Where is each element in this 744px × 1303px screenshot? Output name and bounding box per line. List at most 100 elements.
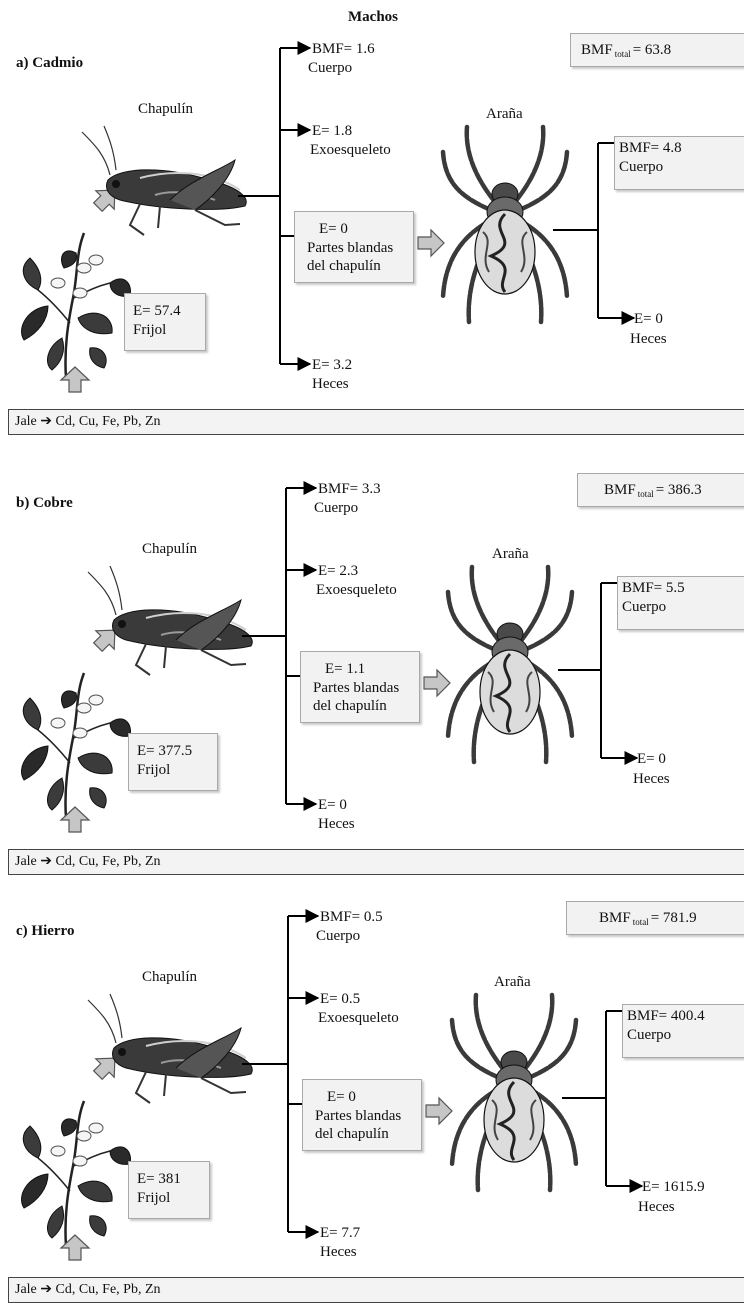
panel-1-hopper-heces-label: Heces [318,815,355,833]
panel-2-grasshopper-illustration [88,994,252,1103]
page-title: Machos [348,8,398,26]
panel-2-label: c) Hierro [16,922,74,940]
panel-0-spider-cuerpo-value: BMF= 4.8 [619,139,682,157]
panel-2-hopper-heces-value: E= 7.7 [320,1224,360,1242]
panel-0-grasshopper-illustration [82,126,246,235]
bmf-subscript: total [638,489,654,499]
panel-1-spider-illustration [448,567,572,762]
panel-2-bean-plant-illustration [21,1101,130,1246]
panel-1-hopper-exo-value: E= 2.3 [318,562,358,580]
panel-0-label: a) Cadmio [16,54,83,72]
panel-0-hopper-exo-value: E= 1.8 [312,122,352,140]
panel-1-source-bar: Jale ➔ Cd, Cu, Fe, Pb, Zn [8,849,744,875]
bmf-prefix: BMF [581,42,613,58]
panel-2-source-bar: Jale ➔ Cd, Cu, Fe, Pb, Zn [8,1277,744,1303]
panel-0-source-bar: Jale ➔ Cd, Cu, Fe, Pb, Zn [8,409,744,435]
panel-1-grasshopper-illustration [88,566,252,675]
panel-0-hopper-heces-value: E= 3.2 [312,356,352,374]
panel-2-hopper-exo-label: Exoesqueleto [318,1009,399,1027]
panel-2-spider-cuerpo-value: BMF= 400.4 [627,1007,705,1025]
panel-0-hopper-exo-label: Exoesqueleto [310,141,391,159]
source-prefix: Jale [15,1282,37,1297]
panel-1-hopper-cuerpo-label: Cuerpo [314,499,358,517]
panel-1-spider-label: Araña [492,545,529,563]
panel-0-grasshopper-label: Chapulín [138,100,193,118]
panel-2-spider-illustration [452,995,576,1190]
panel-1-plant-value: E= 377.5 [137,742,192,760]
panel-1-soft-to-spider-arrow [424,670,450,696]
panel-2-soft-to-spider-arrow [426,1098,452,1124]
panel-1-bean-plant-illustration [21,673,130,818]
panel-2-plant-value: E= 381 [137,1170,181,1188]
panel-2-hopper-cuerpo-label: Cuerpo [316,927,360,945]
panel-0-bean-plant-illustration [21,233,130,378]
panel-2-spider-heces-label: Heces [638,1198,675,1216]
panel-0-soft-line1: Partes blandas [307,239,393,257]
source-metals: Cd, Cu, Fe, Pb, Zn [56,1282,161,1297]
bmf-prefix: BMF [604,482,636,498]
panel-2-hopper-exo-value: E= 0.5 [320,990,360,1008]
panel-2-plant-name: Frijol [137,1189,170,1207]
panel-0-spider-illustration [443,127,567,322]
panel-0-spider-cuerpo-label: Cuerpo [619,158,663,176]
panel-0-soft-line2: del chapulín [307,257,381,275]
panel-0-soft-to-spider-arrow [418,230,444,256]
source-metals: Cd, Cu, Fe, Pb, Zn [56,854,161,869]
panel-0-hopper-cuerpo-value: BMF= 1.6 [312,40,375,58]
bmf-subscript: total [615,49,631,59]
panel-0-hopper-cuerpo-label: Cuerpo [308,59,352,77]
panel-1-spider-cuerpo-value: BMF= 5.5 [622,579,685,597]
panel-2-hopper-cuerpo-value: BMF= 0.5 [320,908,383,926]
panel-2-spider-cuerpo-label: Cuerpo [627,1026,671,1044]
panel-1-spider-heces-value: E= 0 [637,750,666,768]
panel-1-label: b) Cobre [16,494,73,512]
panel-1-soft-line2: del chapulín [313,697,387,715]
panel-1-soft-value: E= 1.1 [325,660,365,678]
source-prefix: Jale [15,414,37,429]
panel-1-soft-line1: Partes blandas [313,679,399,697]
panel-0-hopper-heces-label: Heces [312,375,349,393]
panel-1-spider-cuerpo-label: Cuerpo [622,598,666,616]
panel-1-source-text: Jale ➔ Cd, Cu, Fe, Pb, Zn [15,853,161,871]
panel-2-hopper-heces-label: Heces [320,1243,357,1261]
panel-2-soft-line1: Partes blandas [315,1107,401,1125]
panel-2-spider-label: Araña [494,973,531,991]
panel-0-spider-label: Araña [486,105,523,123]
panel-2-grasshopper-label: Chapulín [142,968,197,986]
panel-1-spider-cuerpo-box: BMF= 5.5Cuerpo [617,576,744,630]
panel-1-hopper-exo-label: Exoesqueleto [316,581,397,599]
bmf-subscript: total [633,917,649,927]
panel-0-spider-heces-label: Heces [630,330,667,348]
bmf-total-value: = 386.3 [656,482,702,498]
source-arrow: ➔ [40,414,52,429]
source-arrow: ➔ [40,854,52,869]
source-arrow: ➔ [40,1282,52,1297]
panel-1-plant-name: Frijol [137,761,170,779]
panel-0-soft-value: E= 0 [319,220,348,238]
panel-2-spider-heces-value: E= 1615.9 [642,1178,705,1196]
panel-0-plant-value: E= 57.4 [133,302,181,320]
source-metals: Cd, Cu, Fe, Pb, Zn [56,414,161,429]
panel-1-grasshopper-label: Chapulín [142,540,197,558]
panel-2-source-text: Jale ➔ Cd, Cu, Fe, Pb, Zn [15,1281,161,1299]
panel-0-spider-heces-value: E= 0 [634,310,663,328]
bmf-total-value: = 63.8 [633,42,671,58]
panel-0-source-text: Jale ➔ Cd, Cu, Fe, Pb, Zn [15,413,161,431]
bmf-prefix: BMF [599,910,631,926]
panel-2-soft-line2: del chapulín [315,1125,389,1143]
panel-1-spider-heces-label: Heces [633,770,670,788]
panel-1-hopper-heces-value: E= 0 [318,796,347,814]
bmf-total-value: = 781.9 [651,910,697,926]
